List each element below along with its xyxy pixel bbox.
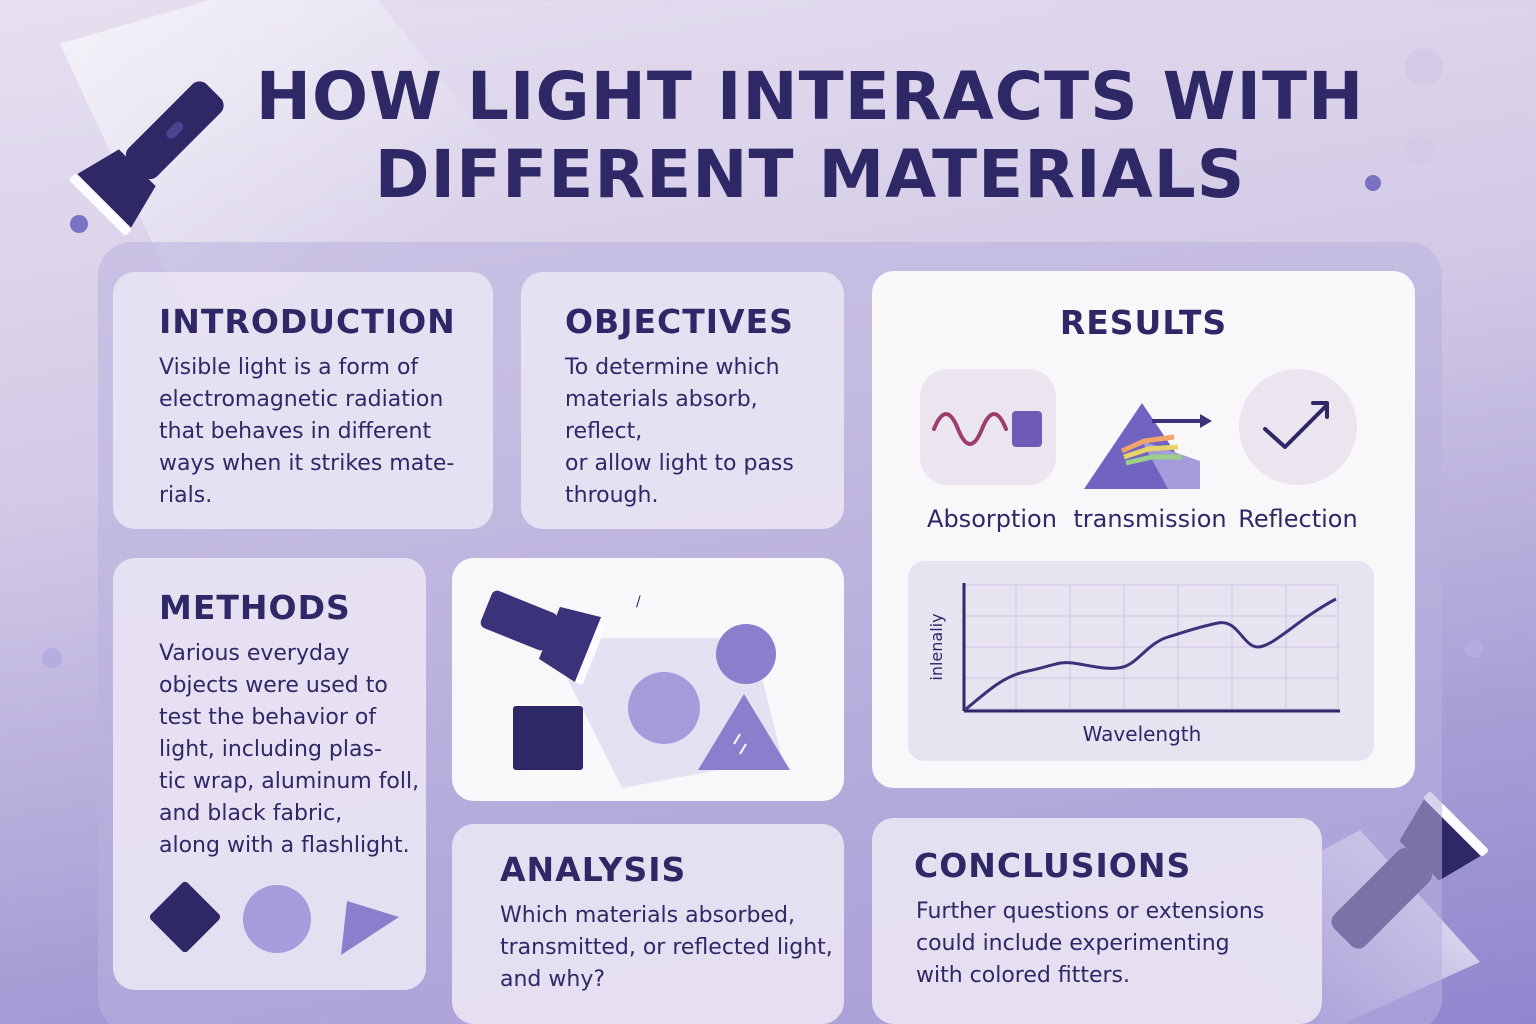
title-line: DIFFERENT MATERIALS	[374, 136, 1246, 213]
text-line: along with a flashlight.	[159, 833, 410, 858]
reflection-label: Reflection	[1238, 505, 1358, 533]
reflection-icon	[1239, 369, 1357, 485]
transmission-label: transmission	[1073, 505, 1227, 533]
materials-shapes-icon	[149, 881, 399, 955]
objectives-heading: OBJECTIVES	[565, 302, 794, 341]
experiment-illustration-card: /	[452, 558, 844, 801]
decorative-dot	[1365, 175, 1381, 191]
graph-y-label: inlenaliy	[927, 613, 946, 680]
text-line: through.	[565, 483, 659, 508]
page-title: HOW LIGHT INTERACTS WITH DIFFERENT MATER…	[190, 58, 1430, 214]
introduction-heading: INTRODUCTION	[159, 302, 456, 341]
conclusions-text: Further questions or extensions could in…	[916, 896, 1316, 992]
text-line: transmitted, or reflected light,	[500, 935, 833, 960]
title-line: HOW LIGHT INTERACTS WITH	[255, 58, 1365, 135]
introduction-card: INTRODUCTION Visible light is a form of …	[113, 272, 493, 529]
objectives-card: OBJECTIVES To determine which materials …	[521, 272, 844, 529]
text-line: ways when it strikes mate-	[159, 451, 455, 476]
methods-heading: METHODS	[159, 588, 351, 627]
text-line: light, including plas-	[159, 737, 382, 762]
absorption-label: Absorption	[927, 505, 1057, 533]
text-line: tic wrap, aluminum foll,	[159, 769, 420, 794]
absorption-icon	[920, 369, 1056, 485]
text-line: Which materials absorbed,	[500, 903, 795, 928]
graph-x-label: Wavelength	[1083, 722, 1202, 746]
analysis-text: Which materials absorbed, transmitted, o…	[500, 900, 840, 996]
text-line: and why?	[500, 967, 606, 992]
text-line: could include experimenting	[916, 931, 1230, 956]
text-line: that behaves in different	[159, 419, 432, 444]
conclusions-card: CONCLUSIONS Further questions or extensi…	[872, 818, 1322, 1024]
conclusions-heading: CONCLUSIONS	[914, 846, 1192, 885]
text-line: Visible light is a form of	[159, 355, 419, 380]
decorative-dot	[1465, 640, 1483, 658]
decorative-dot	[70, 215, 88, 233]
results-heading: RESULTS	[1059, 303, 1228, 342]
decorative-dot	[42, 648, 62, 668]
text-line: materials absorb, reflect,	[565, 387, 758, 444]
text-line: electromagnetic radiation	[159, 387, 444, 412]
text-line: with colored fitters.	[916, 963, 1130, 988]
text-line: test the behavior of	[159, 705, 377, 730]
text-line: To determine which	[565, 355, 780, 380]
prism-icon	[1082, 401, 1217, 501]
methods-card: METHODS Various everyday objects were us…	[113, 558, 426, 990]
experiment-illustration: /	[480, 590, 790, 788]
flashlight-icon	[69, 81, 224, 236]
methods-text: Various everyday objects were used to te…	[159, 638, 421, 862]
analysis-heading: ANALYSIS	[500, 850, 687, 889]
text-line: Further questions or extensions	[916, 899, 1265, 924]
text-line: rials.	[159, 483, 213, 508]
text-line: objects were used to	[159, 673, 388, 698]
text-line: Various everyday	[159, 641, 350, 666]
decorative-dot	[1405, 48, 1443, 86]
introduction-text: Visible light is a form of electromagnet…	[159, 352, 479, 512]
text-line: and black fabric,	[159, 801, 343, 826]
decorative-dot	[1405, 136, 1435, 166]
objectives-text: To determine which materials absorb, ref…	[565, 352, 835, 512]
illustration-mark: /	[636, 594, 641, 610]
text-line: or allow light to pass	[565, 451, 794, 476]
results-card: RESULTS Absorption transmission Reflecti…	[872, 271, 1415, 788]
analysis-card: ANALYSIS Which materials absorbed, trans…	[452, 824, 844, 1024]
results-graph: inlenaliy Wavelength	[908, 561, 1374, 761]
